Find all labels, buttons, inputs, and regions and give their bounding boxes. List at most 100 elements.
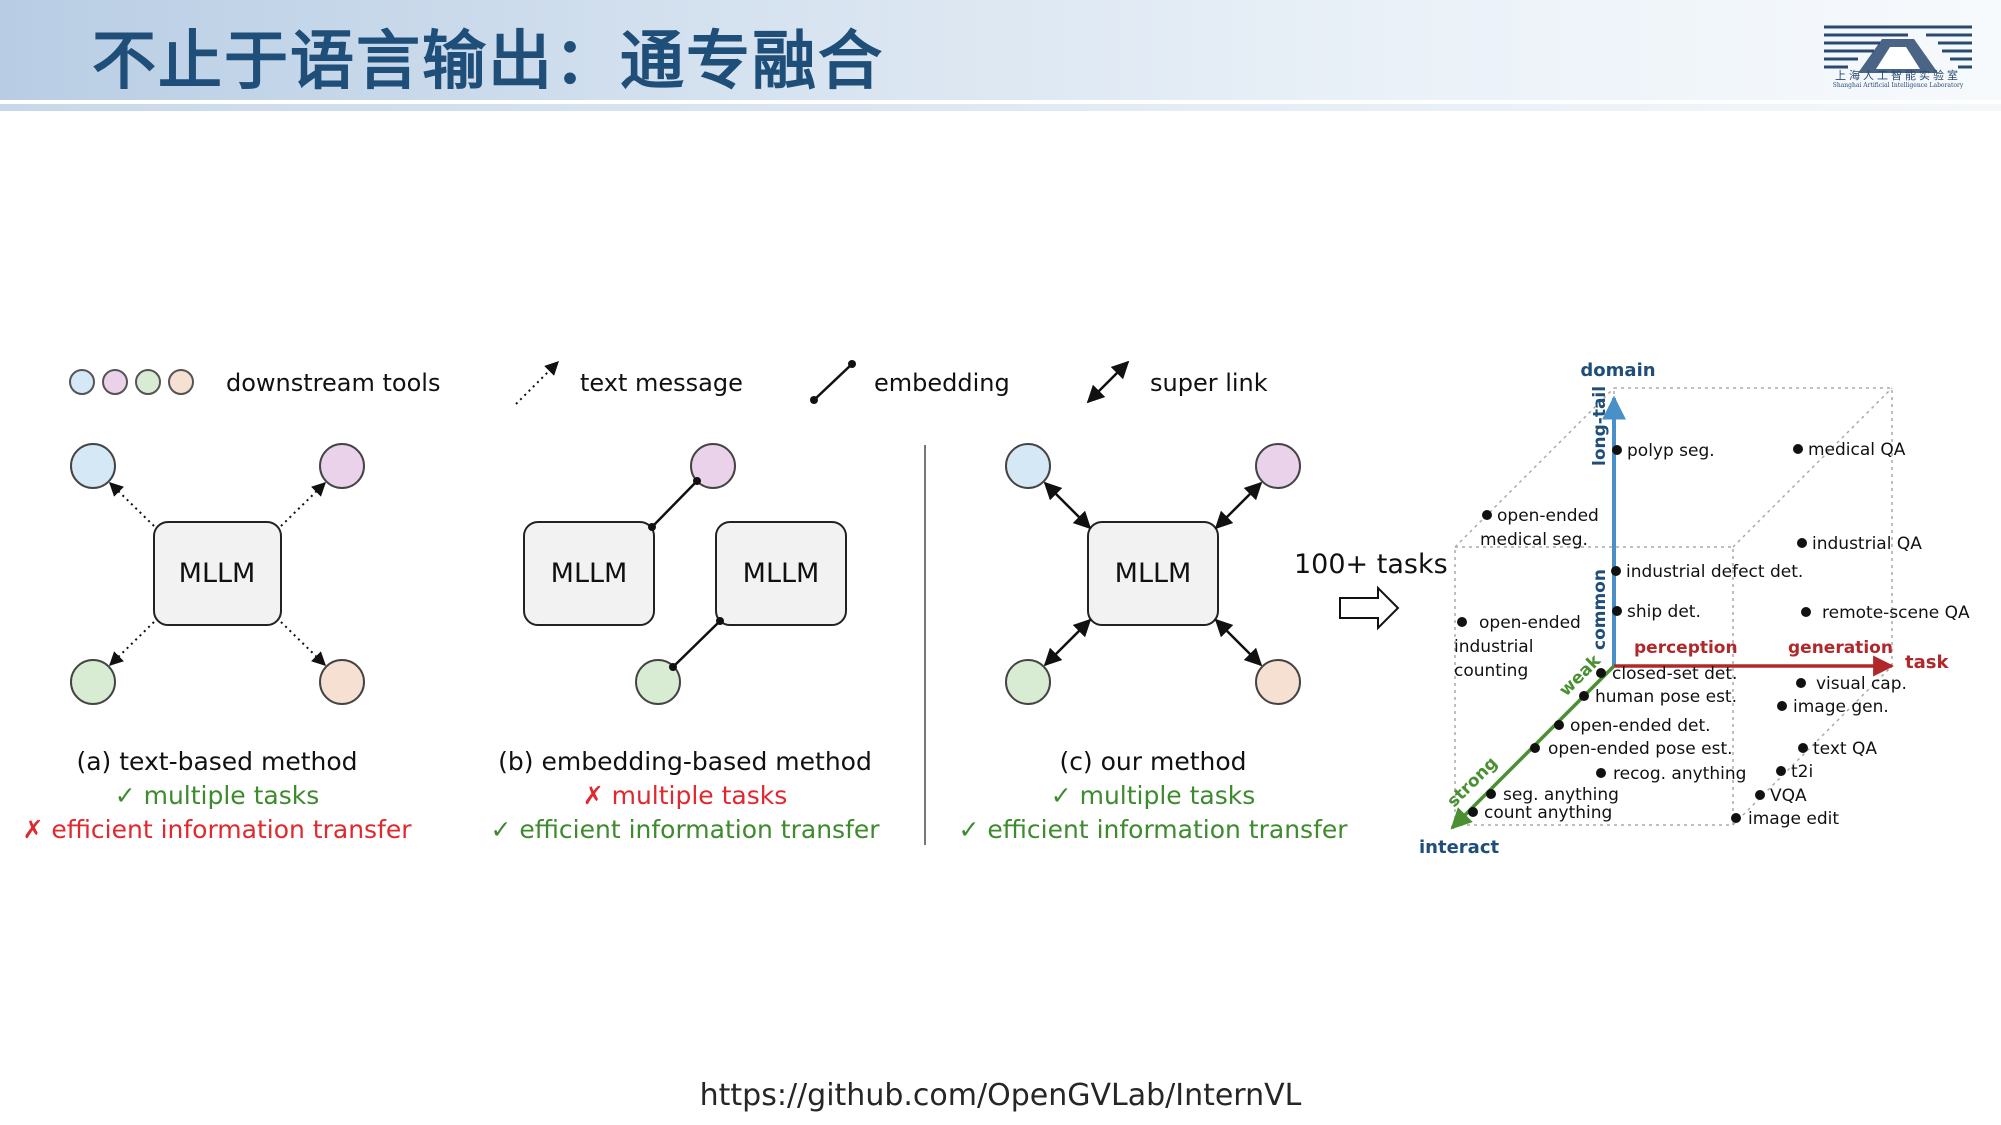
panel-a-mllm-label: MLLM — [179, 558, 256, 589]
panel-b-embedding-dot-1b — [693, 477, 701, 485]
task-ship-det: ship det. — [1627, 602, 1701, 622]
task-recog-anything: recog. anything — [1613, 764, 1746, 784]
panel-b-mllm-label-right: MLLM — [743, 558, 820, 589]
task-dot — [1530, 743, 1540, 753]
task-industrial-defect: industrial defect det. — [1626, 562, 1803, 582]
logo-chinese-name: 上海人工智能实验室 — [1835, 69, 1961, 82]
task-dot — [1612, 606, 1622, 616]
task-open-ended-medical-1: open-ended — [1497, 506, 1599, 526]
panel-a: MLLM (a) text-based method ✓ multiple ta… — [22, 443, 412, 844]
legend-super-link-icon — [1086, 360, 1130, 404]
page-title: 不止于语言输出：通专融合 — [92, 25, 884, 99]
legend-tool-peach — [168, 369, 194, 395]
panel-b-caption: (b) embedding-based method — [498, 747, 872, 776]
panel-c-tool-green — [1005, 659, 1051, 705]
github-url[interactable]: https://github.com/OpenGVLab/InternVL — [699, 1078, 1302, 1113]
header-underline — [0, 104, 2001, 111]
legend: downstream tools text message embedding … — [69, 360, 1268, 405]
legend-tool-green — [135, 369, 161, 395]
task-axis-label: task — [1905, 652, 1949, 673]
panel-b-embedding-link-1 — [651, 480, 698, 528]
panel-b: MLLM MLLM (b) embedding-based method ✗ m… — [490, 443, 880, 844]
task-medical-qa: medical QA — [1808, 440, 1906, 460]
task-seg-anything: seg. anything — [1503, 785, 1619, 805]
task-dot — [1796, 678, 1806, 688]
task-remote-scene-qa: remote-scene QA — [1822, 603, 1970, 623]
task-open-ended-det: open-ended det. — [1570, 716, 1711, 736]
task-dot — [1457, 617, 1467, 627]
panel-a-tool-green — [70, 659, 116, 705]
legend-text-message-label: text message — [580, 369, 743, 397]
legend-embedding-icon — [813, 363, 853, 401]
panel-a-tool-blue — [70, 443, 116, 489]
panel-a-text-link-2 — [280, 482, 327, 527]
task-dot — [1793, 444, 1803, 454]
tasks-hollow-arrow — [1339, 585, 1400, 631]
task-dot — [1611, 566, 1621, 576]
panel-a-tool-peach — [319, 659, 365, 705]
domain-axis-label: domain — [1580, 360, 1655, 381]
panel-c-mllm-label: MLLM — [1115, 558, 1192, 589]
task-dot — [1777, 701, 1787, 711]
task-dot — [1596, 768, 1606, 778]
legend-embedding-dot-a — [810, 396, 818, 404]
panel-c-tool-peach — [1255, 659, 1301, 705]
panel-a-caption: (a) text-based method — [76, 747, 357, 776]
legend-super-link-label: super link — [1150, 369, 1268, 397]
panel-b-tool-purple — [690, 443, 736, 489]
panel-c-multiple-tasks: ✓ multiple tasks — [1051, 781, 1256, 810]
task-dot — [1731, 813, 1741, 823]
panel-c-tool-purple — [1255, 443, 1301, 489]
task-industrial-qa: industrial QA — [1812, 534, 1922, 554]
panel-c-super-link-2 — [1214, 481, 1263, 530]
lab-logo — [1824, 25, 1972, 73]
task-visual-cap: visual cap. — [1816, 674, 1907, 694]
task-dot — [1798, 743, 1808, 753]
legend-text-message-icon — [515, 361, 559, 405]
task-dot — [1468, 807, 1478, 817]
panel-a-mllm-box — [153, 521, 282, 626]
task-closed-set-det: closed-set det. — [1612, 664, 1737, 684]
panel-b-mllm-box-right — [715, 521, 847, 626]
common-label: common — [1590, 569, 1610, 650]
task-open-ended-counting-2: industrial — [1454, 637, 1533, 657]
legend-tool-blue — [69, 369, 95, 395]
panel-c-super-link-3 — [1043, 618, 1092, 667]
panel-c-mllm-box — [1087, 521, 1219, 626]
panel-c-caption: (c) our method — [1059, 747, 1246, 776]
task-dot — [1486, 789, 1496, 799]
panel-a-text-link-3 — [108, 621, 155, 666]
task-human-pose-est: human pose est. — [1595, 687, 1737, 707]
panel-b-embedding-dot-1a — [648, 523, 656, 531]
panel-a-tool-purple — [319, 443, 365, 489]
task-dot — [1482, 510, 1492, 520]
task-cube: domain task interact long-tail common pe… — [1419, 360, 1970, 858]
task-dot — [1579, 691, 1589, 701]
task-dot — [1755, 790, 1765, 800]
header-bar — [0, 0, 2001, 100]
panel-b-mllm-label-left: MLLM — [551, 558, 628, 589]
panel-b-mllm-box-left — [523, 521, 655, 626]
panel-c-tool-blue — [1005, 443, 1051, 489]
panel-b-embedding-dot-2b — [669, 663, 677, 671]
generation-label: generation — [1788, 638, 1893, 658]
panel-a-text-link-1 — [108, 482, 155, 527]
task-vqa: VQA — [1770, 786, 1807, 806]
task-dot — [1554, 720, 1564, 730]
panel-a-text-link-4 — [280, 621, 327, 666]
panel-a-efficient-transfer: ✗ efficient information transfer — [22, 815, 412, 844]
legend-tools-label: downstream tools — [226, 369, 440, 397]
task-count-anything: count anything — [1484, 803, 1612, 823]
task-open-ended-counting-1: open-ended — [1479, 613, 1581, 633]
task-dot — [1596, 668, 1606, 678]
panel-b-embedding-link-2 — [672, 620, 721, 668]
legend-tool-purple — [102, 369, 128, 395]
task-dot — [1797, 538, 1807, 548]
task-t2i: t2i — [1791, 762, 1813, 782]
task-dot — [1801, 607, 1811, 617]
task-text-qa: text QA — [1813, 739, 1877, 759]
perception-label: perception — [1634, 638, 1738, 658]
cube-front-face — [1454, 546, 1734, 826]
panel-c-efficient-transfer: ✓ efficient information transfer — [958, 815, 1348, 844]
